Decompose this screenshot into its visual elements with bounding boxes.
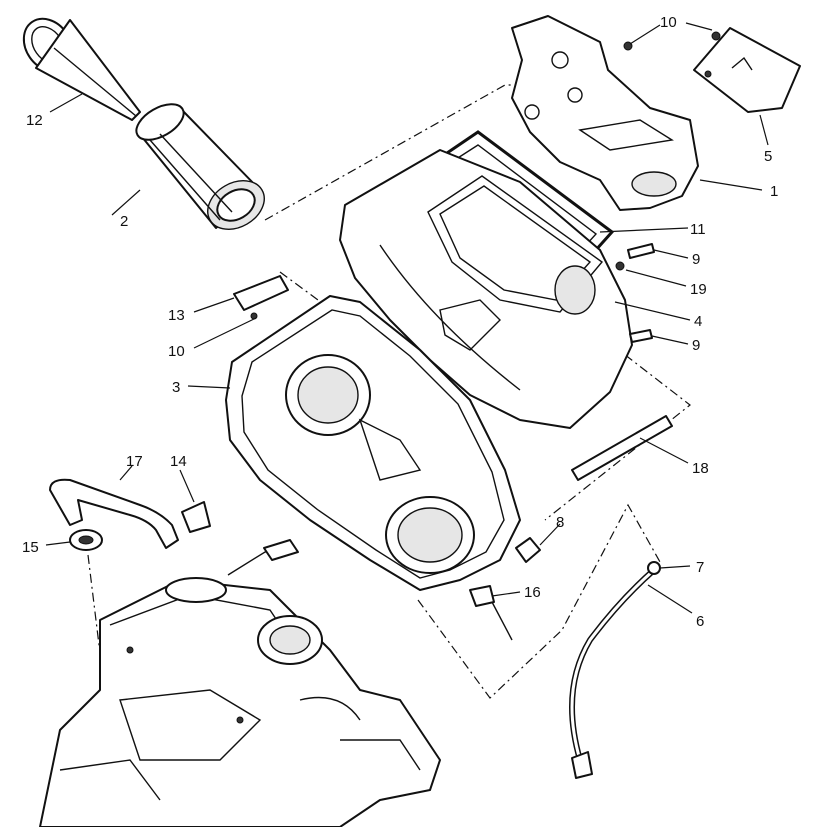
callout-10-left: 10 — [168, 343, 185, 360]
callout-9-upper: 9 — [692, 251, 700, 268]
top-bracket-part — [511, 15, 699, 211]
callout-10-top: 10 — [660, 14, 677, 31]
intake-funnel-part — [22, 17, 141, 121]
callout-9-lower: 9 — [692, 337, 700, 354]
callout-8: 8 — [556, 514, 564, 531]
callout-16: 16 — [524, 584, 541, 601]
sensor-part — [469, 585, 513, 641]
breather-hose-part — [49, 478, 211, 551]
callout-12: 12 — [26, 112, 43, 129]
clip-part — [233, 275, 289, 320]
callout-7: 7 — [696, 559, 704, 576]
engine-block — [39, 539, 441, 827]
callout-14: 14 — [170, 453, 187, 470]
callout-4: 4 — [694, 313, 702, 330]
callout-17: 17 — [126, 453, 143, 470]
airbox-upper-cover-part — [339, 149, 633, 429]
callout-3: 3 — [172, 379, 180, 396]
callout-18: 18 — [692, 460, 709, 477]
rod-part — [571, 415, 673, 481]
airbox-lower-part — [225, 295, 521, 591]
callout-1: 1 — [770, 183, 778, 200]
callout-2: 2 — [120, 213, 128, 230]
air-filter-part — [135, 103, 265, 230]
callout-13: 13 — [168, 307, 185, 324]
callout-11: 11 — [690, 221, 706, 238]
leader-lines — [45, 22, 769, 614]
screws — [615, 31, 721, 343]
callouts: 1 2 3 4 5 6 7 8 9 9 10 10 11 12 13 14 15… — [22, 14, 778, 630]
callout-5: 5 — [764, 148, 772, 165]
plug-part — [515, 537, 541, 563]
callout-15: 15 — [22, 539, 39, 556]
callout-19: 19 — [690, 281, 707, 298]
cover-plate-part — [693, 27, 801, 113]
callout-6: 6 — [696, 613, 704, 630]
oil-hose-part — [569, 561, 661, 779]
